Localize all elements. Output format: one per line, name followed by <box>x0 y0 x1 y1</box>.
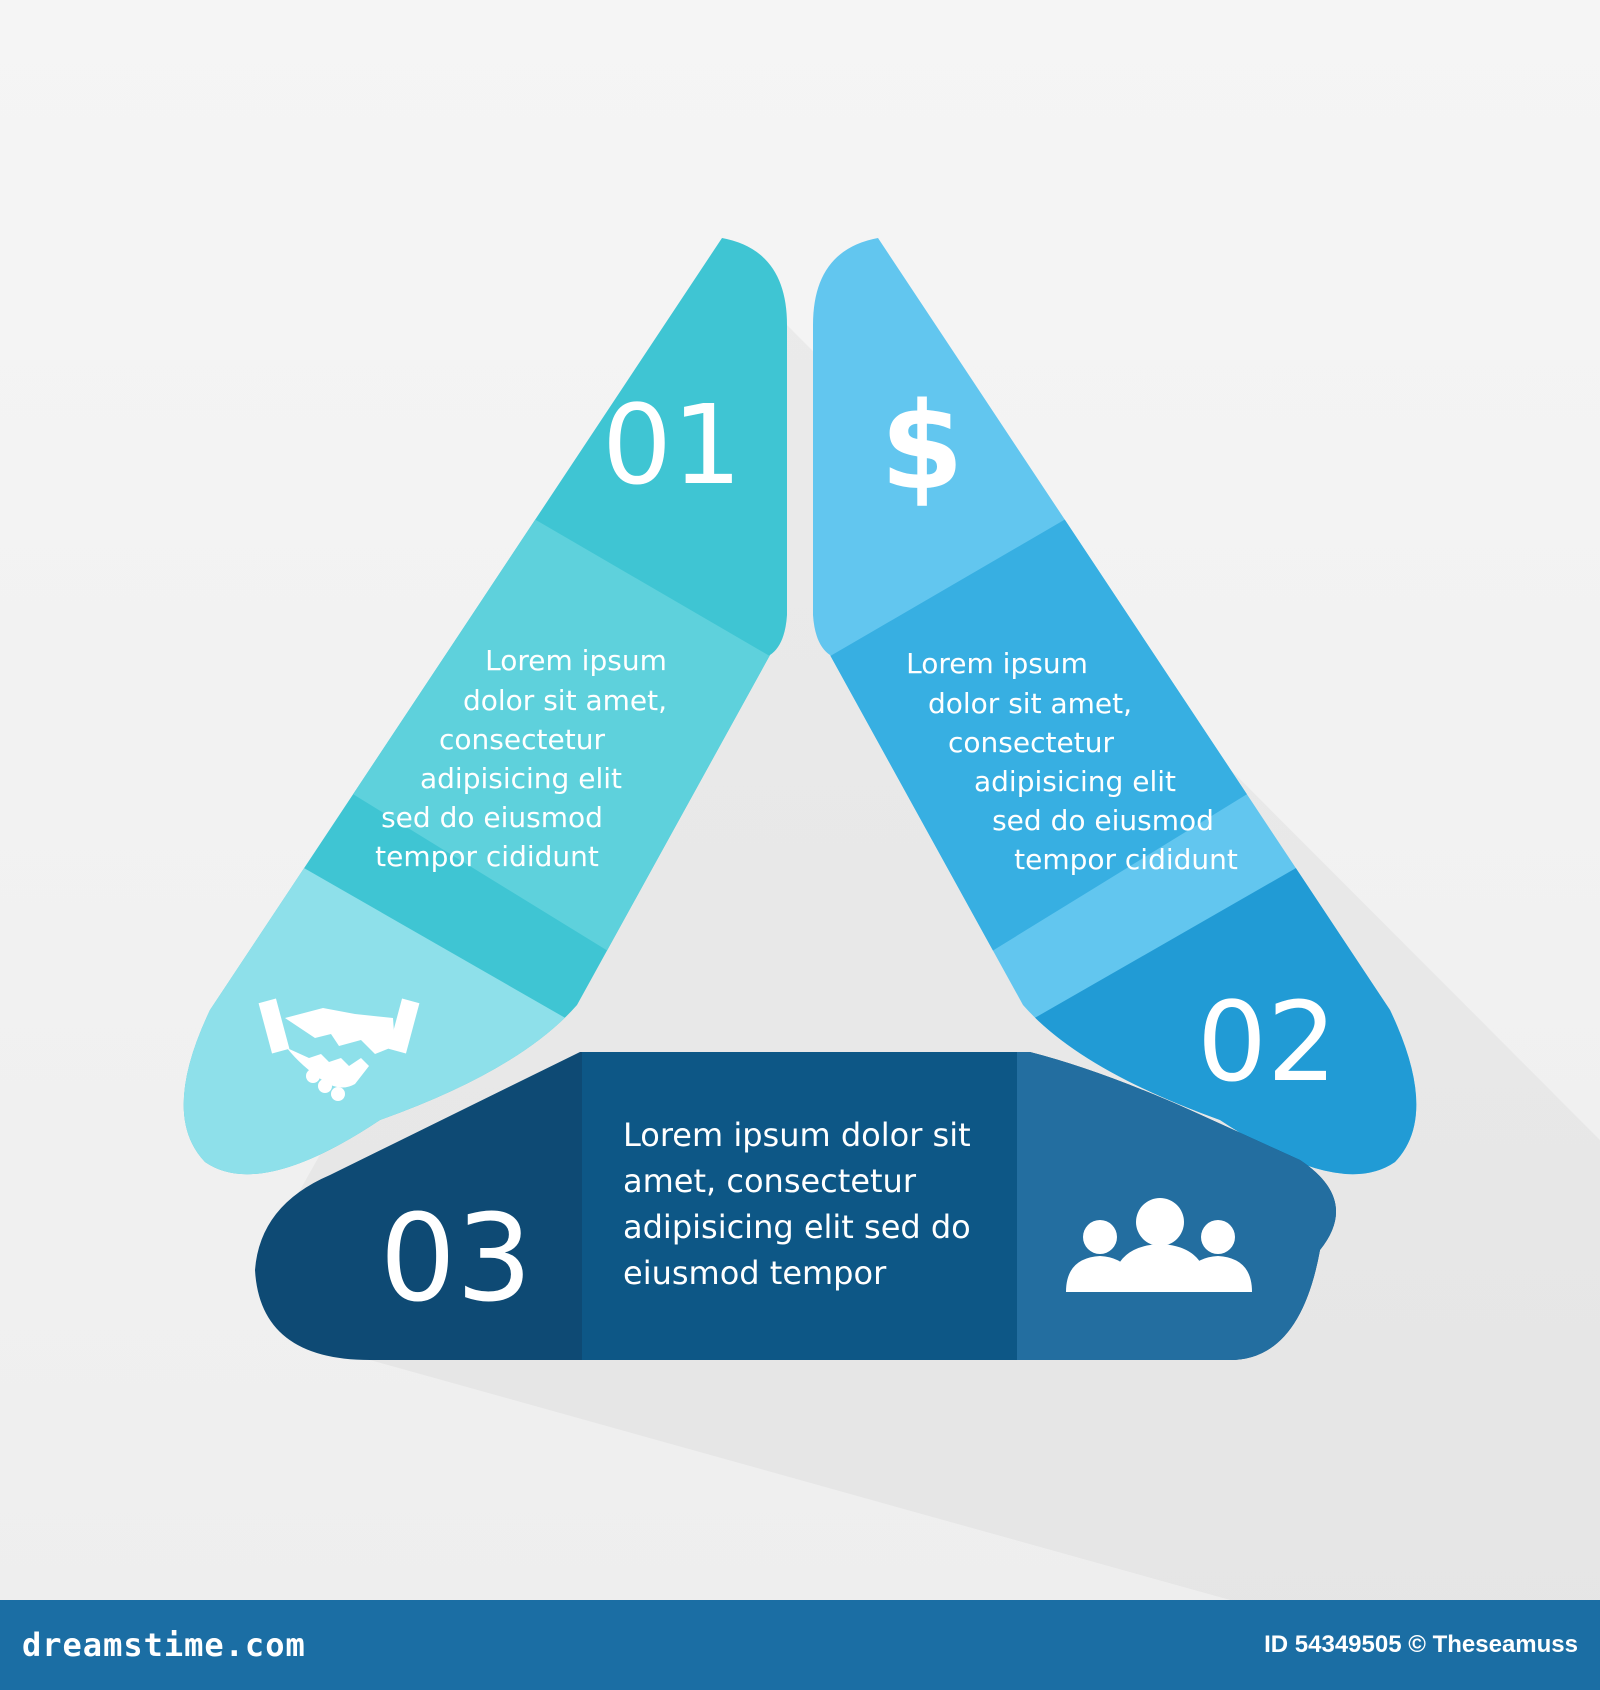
segment-03-line: adipisicing elit sed do <box>623 1208 971 1246</box>
segment-01-line: dolor sit amet, <box>463 684 667 717</box>
segment-01-text: Lorem ipsum dolor sit amet, consectetur … <box>375 644 667 873</box>
segment-01-line: sed do eiusmod <box>381 801 603 834</box>
segment-02-line: adipisicing elit <box>974 765 1176 798</box>
segment-01-number: 01 <box>602 381 742 509</box>
segment-03-line: amet, consectetur <box>623 1162 917 1200</box>
handshake-icon <box>258 998 420 1101</box>
segment-02-line: Lorem ipsum <box>906 647 1088 680</box>
dreamstime-logo[interactable]: dreamstime.com <box>22 1626 306 1664</box>
segment-01-line: tempor cididunt <box>375 840 599 873</box>
segment-01-line: consectetur <box>439 723 605 756</box>
segment-02-line: sed do eiusmod <box>992 804 1214 837</box>
segment-02-line: tempor cididunt <box>1014 843 1238 876</box>
segment-02-line: consectetur <box>948 726 1114 759</box>
segment-02-text: Lorem ipsum dolor sit amet, consectetur … <box>906 647 1238 876</box>
segment-02-number: 02 <box>1197 978 1337 1106</box>
dollar-icon: $ <box>880 378 964 517</box>
footer-bar: dreamstime.com ID 54349505 © Theseamuss <box>0 1600 1600 1690</box>
image-credit: ID 54349505 © Theseamuss <box>1264 1631 1578 1658</box>
segment-03-line: Lorem ipsum dolor sit <box>623 1116 971 1154</box>
triangle-cycle-diagram: 01 Lorem ipsum dolor sit amet, consectet… <box>183 238 1417 1360</box>
segment-01-line: Lorem ipsum <box>485 644 667 677</box>
segment-01-line: adipisicing elit <box>420 762 622 795</box>
segment-03-text: Lorem ipsum dolor sit amet, consectetur … <box>623 1116 971 1292</box>
segment-02-band-bottom <box>813 860 1417 1175</box>
segment-01-band-bottom <box>183 860 787 1175</box>
segment-03-number: 03 <box>380 1190 533 1329</box>
segment-03-band-middle <box>582 1052 1017 1360</box>
segment-03 <box>255 1052 1336 1360</box>
segment-02-line: dolor sit amet, <box>928 687 1132 720</box>
people-icon <box>1066 1198 1252 1292</box>
segment-03-line: eiusmod tempor <box>623 1254 887 1292</box>
